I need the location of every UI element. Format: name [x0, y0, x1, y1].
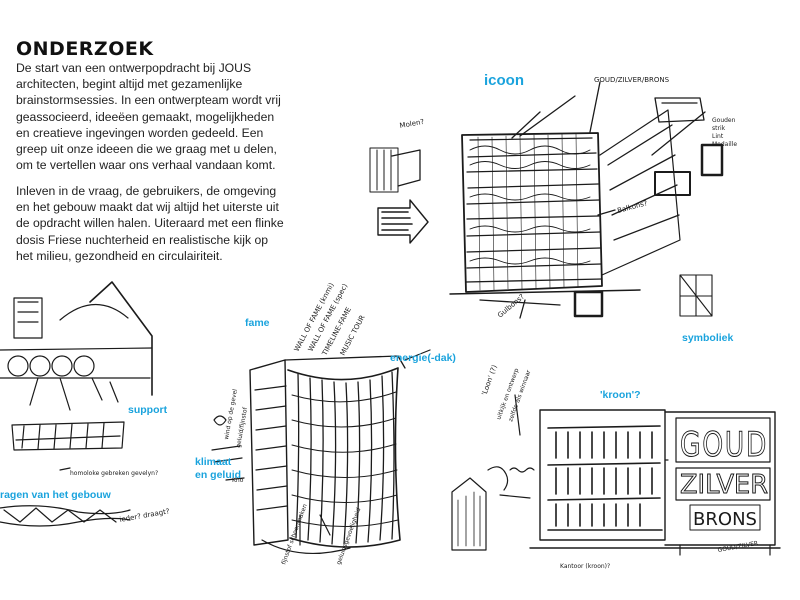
svg-text:Kantoor (kroon)?: Kantoor (kroon)?	[560, 563, 610, 570]
svg-text:GOUD/ZILVER: GOUD/ZILVER	[717, 540, 759, 554]
svg-text:Medaille: Medaille	[712, 141, 737, 148]
sign-line-brons: BRONS	[693, 509, 757, 530]
svg-text:GOUD/ZILVER/BRONS: GOUD/ZILVER/BRONS	[594, 76, 670, 84]
svg-text:Balkons?: Balkons?	[616, 199, 648, 215]
svg-text:fijnstof schoonmaken: fijnstof schoonmaken	[280, 503, 309, 566]
svg-text:Kno: Kno	[232, 477, 244, 484]
label-energie: energie(-dak)	[390, 352, 456, 364]
label-geluid: en geluid	[195, 469, 242, 481]
page-title: ONDERZOEK	[16, 38, 154, 60]
label-icoon: icoon	[484, 72, 524, 89]
svg-text:Molen?: Molen?	[399, 118, 425, 130]
svg-text:geluidsgevoeligheid: geluidsgevoeligheid	[335, 507, 362, 566]
svg-text:Gouden: Gouden	[712, 117, 736, 124]
sketch-icoon: GOUD/ZILVER/BRONS Molen? Balkons? Gouden…	[369, 76, 737, 320]
intro-paragraph: De start van een ontwerpopdracht bij JOU…	[16, 61, 281, 173]
label-fame: fame	[245, 317, 270, 329]
svg-text:strik: strik	[712, 125, 726, 132]
svg-text:Gulbons?: Gulbons?	[496, 292, 526, 319]
label-klimaat: klimaat	[195, 456, 232, 468]
label-symboliek: symboliek	[682, 332, 734, 344]
sketch-support: homoloke gebreken gevelyn? ieder? draagt…	[0, 281, 171, 527]
svg-text:wind op de gevel: wind op de gevel	[223, 388, 239, 440]
svg-text:homoloke gebreken gevelyn?: homoloke gebreken gevelyn?	[70, 470, 158, 477]
sign-line-goud: GOUD	[680, 425, 768, 465]
svg-text:'Loon' (?): 'Loon' (?)	[480, 364, 499, 397]
intro-paragraph-2: Inleven in de vraag, de gebruikers, de o…	[16, 184, 284, 263]
svg-text:geluid/fijnstof: geluid/fijnstof	[235, 406, 249, 448]
svg-text:ieder? draagt?: ieder? draagt?	[119, 507, 171, 524]
label-kroon: 'kroon'?	[600, 389, 641, 401]
label-dragen: ragen van het gebouw	[0, 489, 111, 501]
svg-text:Lint: Lint	[712, 133, 724, 140]
sign-line-zilver: ZILVER	[680, 470, 768, 500]
label-support: support	[128, 404, 168, 416]
sketch-detail	[451, 466, 535, 551]
